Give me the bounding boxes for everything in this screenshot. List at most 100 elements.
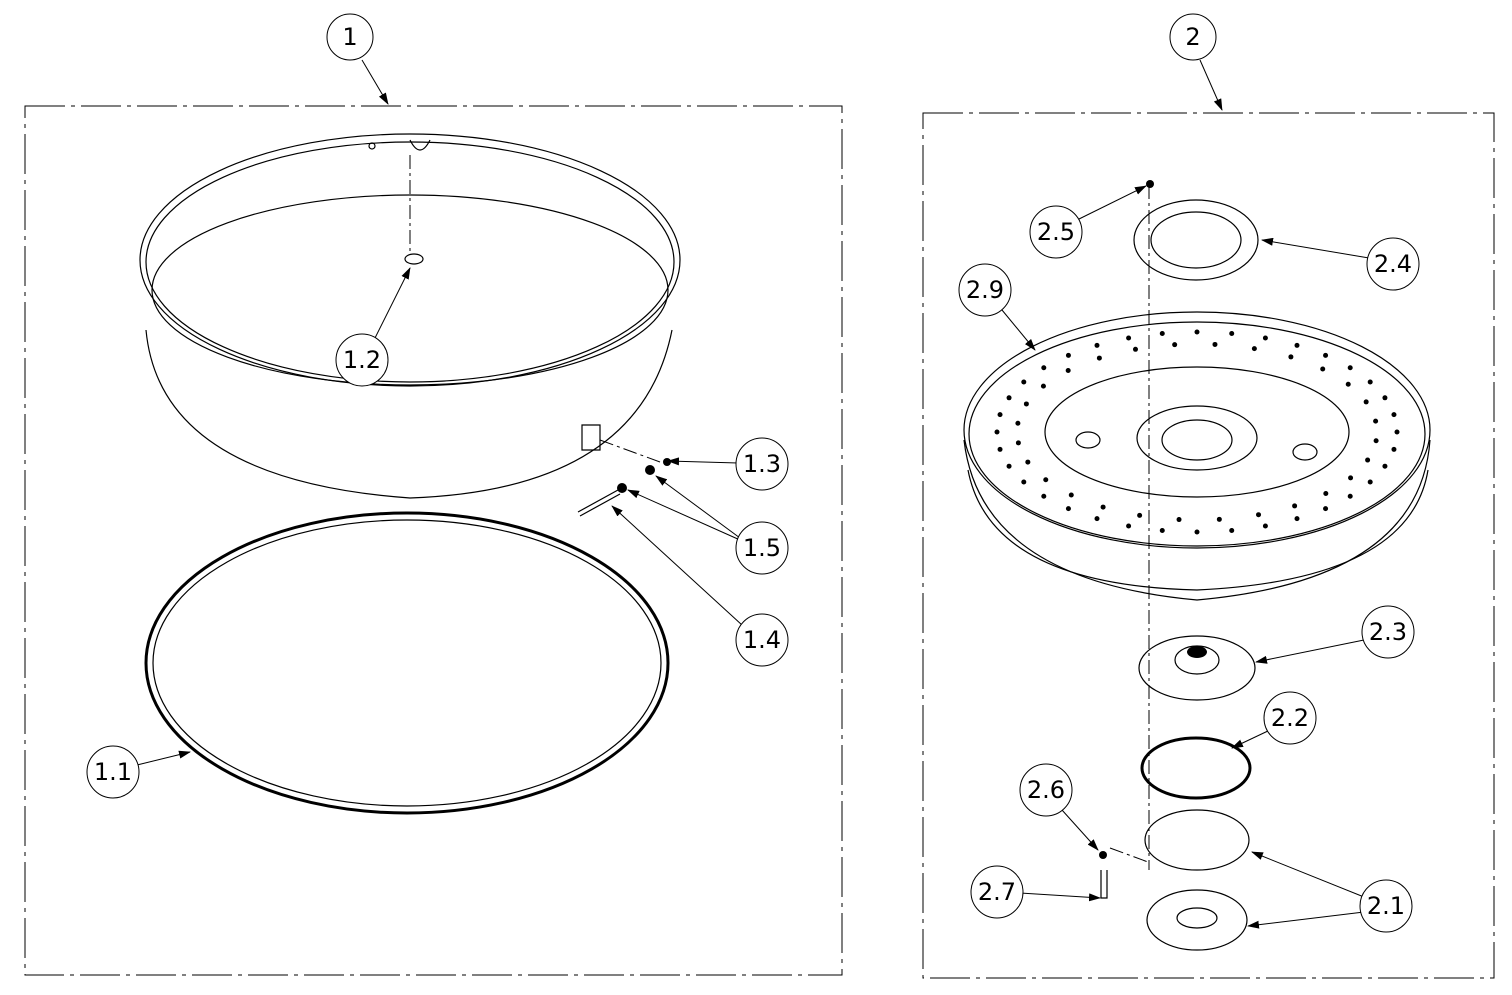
o-ring-2-2 [1140,736,1252,800]
balloon-1-2: 1.2 [335,333,389,387]
fastener-1-3-1-5 [577,424,671,517]
svg-text:2.6: 2.6 [1027,776,1065,804]
plate-hole [1345,381,1351,387]
leaders [136,59,1370,929]
svg-text:1.4: 1.4 [743,626,781,654]
plate-hole [1373,438,1379,444]
balloon-1-3: 1.3 [735,437,789,491]
plate-hole [1323,490,1329,496]
flange-2-4 [1133,199,1259,281]
svg-text:1.2: 1.2 [343,346,381,374]
assembly-1-parts [139,133,681,815]
plate-hole [1347,493,1353,499]
plate-hole [1137,512,1143,518]
hub-2-3 [1138,635,1256,701]
plate-hole [1126,523,1132,529]
svg-text:2.7: 2.7 [978,878,1016,906]
balloon-2-1: 2.1 [1359,879,1413,933]
svg-text:1.1: 1.1 [94,758,132,786]
balloon-2-9: 2.9 [958,263,1012,317]
plate-hole [1262,523,1268,529]
plate-hole [994,429,1000,435]
plate-hole [1043,477,1049,483]
plate-hole [1040,383,1046,389]
plate-hole [1023,401,1029,407]
svg-text:2.1: 2.1 [1367,892,1405,920]
plate-hole [1159,527,1165,533]
plate-hole [1294,342,1300,348]
svg-text:2.3: 2.3 [1369,618,1407,646]
plate-hole [1025,459,1031,465]
plate-hole [1365,457,1371,463]
svg-text:1: 1 [342,23,357,51]
plate-hole [1194,329,1200,335]
assembly-2-parts [963,180,1431,951]
plate-hole [1391,412,1397,418]
plate-hole [1391,446,1397,452]
plate-hole [1041,493,1047,499]
disc-2-1 [1144,809,1250,951]
svg-text:2.5: 2.5 [1037,218,1075,246]
svg-text:1.5: 1.5 [743,534,781,562]
plate-hole [1382,395,1388,401]
plate-hole [1367,479,1373,485]
plate-hole [1126,335,1132,341]
balloon-assembly-2: 2 [1169,13,1217,61]
svg-text:2: 2 [1185,23,1200,51]
balloon-2-2: 2.2 [1263,691,1317,745]
assembly-1-frame [24,105,843,976]
plate-hole [1320,366,1326,372]
plate-hole [1006,463,1012,469]
plate-hole [1294,516,1300,522]
plate-hole [997,446,1003,452]
plate-hole [1373,418,1379,424]
plate-hole [1216,516,1222,522]
plate-hole [1015,440,1021,446]
pin-1-2 [404,253,424,265]
balloon-2-3: 2.3 [1361,605,1415,659]
plate-hole [1394,429,1400,435]
plate-hole [1096,355,1102,361]
plate-hole [1094,342,1100,348]
balloon-1-1: 1.1 [86,745,140,799]
plate-hole [1065,506,1071,512]
svg-text:1.3: 1.3 [743,450,781,478]
plate-hole [1229,331,1235,337]
svg-text:2.9: 2.9 [966,276,1004,304]
plate-hole [1194,529,1200,535]
plate-hole [1323,506,1329,512]
plate-hole [1288,354,1294,360]
plate-hole [1172,342,1178,348]
plate-hole [1212,341,1218,347]
svg-text:2.4: 2.4 [1374,250,1412,278]
balloon-1-5: 1.5 [735,521,789,575]
pin-2-6-2-7 [1099,847,1149,899]
plate-hole [1363,399,1369,405]
plate-hole [1094,516,1100,522]
plate-hole [1176,517,1182,523]
plate-hole [1256,512,1262,518]
plate-hole [1348,475,1354,481]
plate-hole [1323,352,1329,358]
plate-hole [1006,395,1012,401]
gasket-ring-1-1 [144,511,670,815]
assembly-2-frame [922,112,1495,979]
plate-hole [997,412,1003,418]
balloon-1-4: 1.4 [735,613,789,667]
plate-hole [1021,379,1027,385]
plate-hole [1065,368,1071,374]
plate-hole [1229,527,1235,533]
balloon-2-7: 2.7 [970,865,1024,919]
balloon-2-4: 2.4 [1366,237,1420,291]
balloon-2-5: 2.5 [1029,205,1083,259]
plate-hole [1251,346,1257,352]
plate-hole [1041,365,1047,371]
balloon-assembly-1: 1 [326,13,374,61]
plate-hole [1015,420,1021,426]
plate-hole [1382,463,1388,469]
plate-hole [1021,479,1027,485]
plate-2-9 [963,311,1431,601]
plate-hole [1159,331,1165,337]
plate-hole [1262,335,1268,341]
